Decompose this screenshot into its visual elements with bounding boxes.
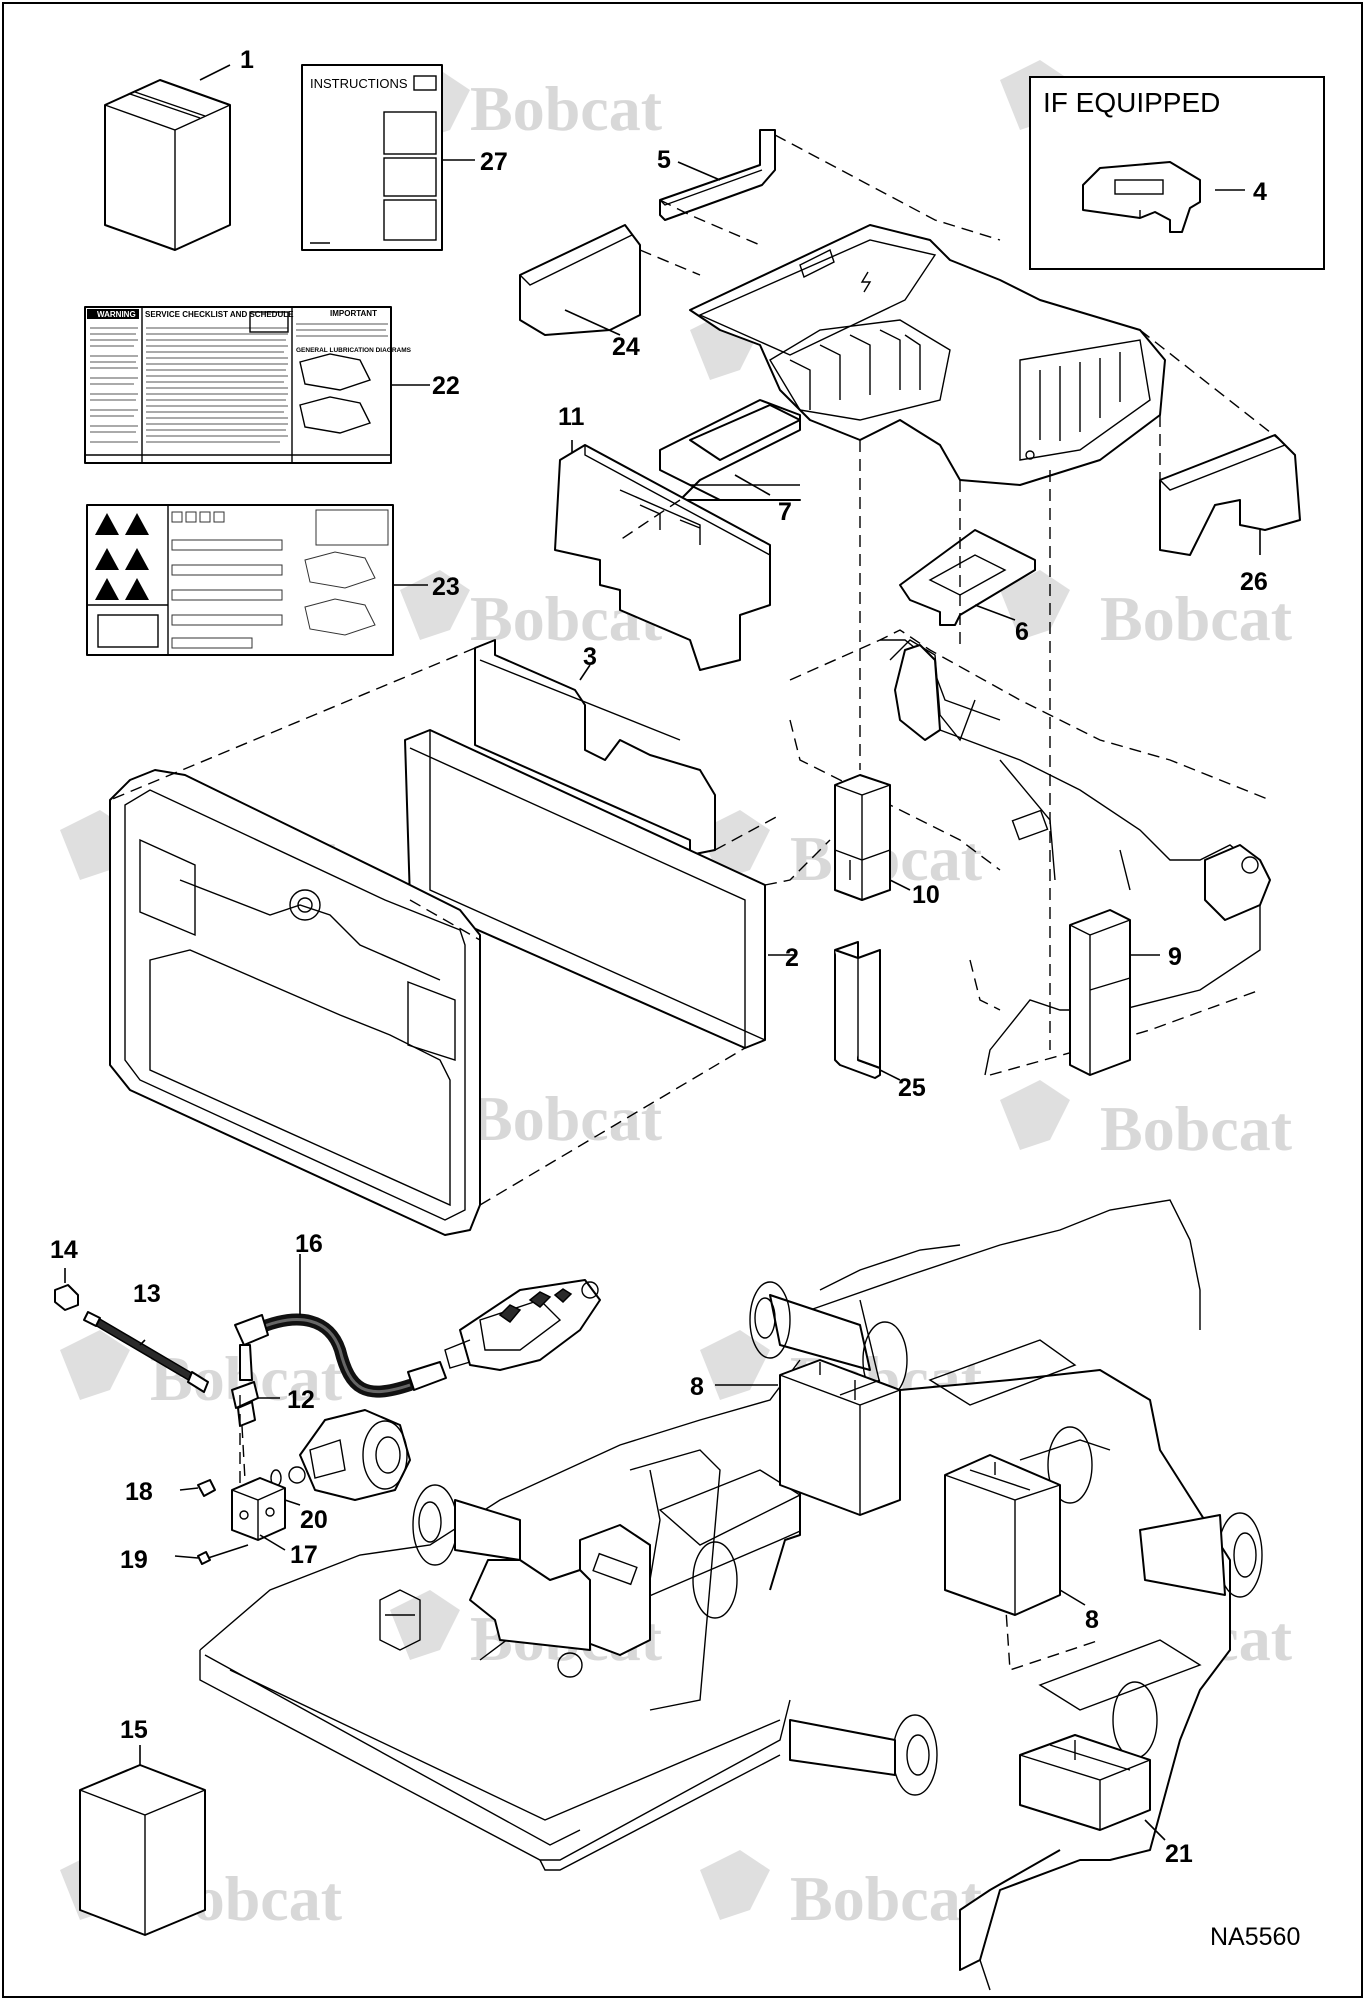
callout-27: 27 [480, 148, 508, 176]
callout-21: 21 [1165, 1840, 1193, 1868]
callout-16: 16 [295, 1230, 323, 1258]
part-9-foam[interactable] [1069, 909, 1131, 1076]
part-12-fitting[interactable] [231, 1381, 259, 1427]
callout-9: 9 [1168, 943, 1182, 971]
control-valve [444, 1279, 601, 1371]
callout-2: 2 [785, 944, 799, 972]
bobcat-logo-watermark: Bobcat [700, 1850, 983, 1934]
watermark-text: Bobcat [1100, 583, 1293, 654]
callout-19: 19 [120, 1546, 148, 1574]
leader-lines [64, 64, 1261, 1841]
callout-8-lower: 8 [1085, 1606, 1099, 1634]
part-14-nut[interactable] [54, 1284, 79, 1311]
callout-3: 3 [583, 643, 597, 671]
part-22-service-decal[interactable]: WARNING SERVICE CHECKLIST AND SCHEDULE I… [84, 306, 412, 464]
part-20-pump[interactable] [288, 1409, 411, 1501]
decal-lubrication-title: GENERAL LUBRICATION DIAGRAMS [296, 347, 412, 354]
if-equipped-label: IF EQUIPPED [1043, 87, 1220, 118]
part-10-foam[interactable] [834, 774, 891, 901]
decal-checklist-title: SERVICE CHECKLIST AND SCHEDULE [145, 310, 294, 319]
callouts: 1 27 5 4 24 22 11 7 26 23 6 3 10 9 2 25 … [50, 46, 1268, 1868]
part-4-plate[interactable] [1082, 161, 1201, 233]
part-3-panel[interactable] [474, 639, 716, 856]
callout-22: 22 [432, 372, 460, 400]
callout-6: 6 [1015, 618, 1029, 646]
part-26-pad[interactable] [1159, 434, 1301, 556]
callout-24: 24 [612, 333, 640, 361]
part-23-safety-decal[interactable] [86, 504, 394, 656]
callout-10: 10 [912, 881, 940, 909]
callout-25: 25 [898, 1074, 926, 1102]
part-19-bolt[interactable] [197, 1544, 249, 1565]
watermark-text: Bobcat [1100, 1093, 1293, 1164]
callout-14: 14 [50, 1236, 78, 1264]
part-13-hose[interactable] [83, 1311, 209, 1393]
part-16-hose[interactable] [234, 1313, 447, 1398]
part-1-box[interactable] [104, 79, 231, 251]
valve-assembly-line [239, 1395, 246, 1490]
callout-26: 26 [1240, 568, 1268, 596]
callout-13: 13 [133, 1280, 161, 1308]
part-25-foam[interactable] [834, 941, 881, 1079]
callout-15: 15 [120, 1716, 148, 1744]
assembly-lines [109, 134, 1281, 1206]
callout-17: 17 [290, 1541, 318, 1569]
bobcat-logo-watermark: Bobcat [1000, 1080, 1293, 1164]
callout-20: 20 [300, 1506, 328, 1534]
part-2-panel[interactable] [404, 729, 766, 1049]
part-21-foam[interactable] [1019, 1734, 1151, 1831]
seat-pan-assembly [689, 224, 1166, 486]
part-15-box[interactable] [79, 1764, 206, 1936]
callout-5: 5 [657, 146, 671, 174]
callout-12: 12 [287, 1386, 315, 1414]
decal-warning-label: WARNING [97, 310, 136, 319]
callout-4: 4 [1253, 178, 1267, 206]
bobcat-logo-watermark: Bobcat [400, 570, 663, 654]
part-5-pad[interactable] [659, 129, 776, 221]
part-8-foam-upper[interactable] [779, 1359, 901, 1516]
watermark-text: Bobcat [790, 1863, 983, 1934]
decal-important-title: IMPORTANT [330, 309, 377, 318]
callout-1: 1 [240, 46, 254, 74]
watermark-text: Bobcat [470, 73, 663, 144]
part-17-block[interactable] [231, 1477, 286, 1541]
callout-8-upper: 8 [690, 1373, 704, 1401]
bobcat-logo-watermark: Bobcat [1000, 570, 1293, 654]
part-11-panel[interactable] [554, 444, 771, 671]
part-27-instructions[interactable]: INSTRUCTIONS [301, 64, 443, 251]
part-8-foam-lower[interactable] [944, 1454, 1061, 1616]
door-frame [109, 769, 481, 1236]
part-18-plug[interactable] [197, 1479, 216, 1497]
callout-18: 18 [125, 1478, 153, 1506]
part-7-pad[interactable] [659, 399, 801, 501]
instructions-title: INSTRUCTIONS [310, 76, 408, 91]
drawing-code: NA5560 [1210, 1923, 1300, 1951]
callout-7: 7 [778, 498, 792, 526]
callout-11: 11 [558, 403, 585, 431]
watermark-text: Bobcat [470, 1083, 663, 1154]
part-24-pad[interactable] [519, 224, 641, 336]
callout-23: 23 [432, 573, 460, 601]
